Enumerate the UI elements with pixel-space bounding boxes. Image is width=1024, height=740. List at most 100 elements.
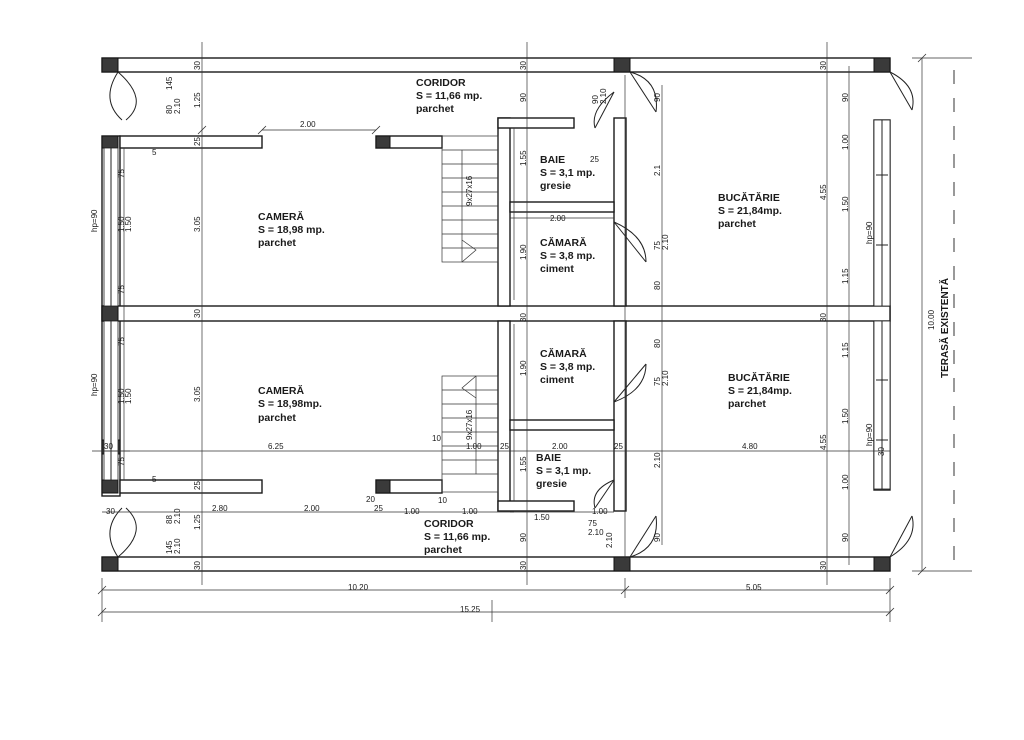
dim-75-l4: 75 [117,457,126,466]
dim-room-height-bottom: 3.05 [193,386,202,402]
dim-100-a: 1.00 [404,507,420,516]
dim-opening-top: 2.00 [300,120,316,129]
stairs-bottom [441,375,499,493]
dim-210-door: 2.10 [599,88,608,104]
stairs-bottom-label: 9x27x16 [465,409,474,440]
dim-210-bl: 2.10 [173,508,182,524]
dim-75-k1: 75 [653,241,662,250]
room-floor: parchet [424,544,462,556]
dim-100-c: 1.00 [592,507,608,516]
room-name: CAMERĂ [258,210,304,223]
dim-150-l2b: 1.50 [124,388,133,404]
room-name: CĂMARĂ [540,347,587,360]
room-area: S = 3,8 mp. [540,250,595,262]
dim-100-b: 1.00 [462,507,478,516]
dim-total-width: 15.25 [460,605,481,614]
dim-75-k2: 75 [653,377,662,386]
dim-10-b: 10 [438,496,447,505]
dim-30-c3: 30 [519,561,528,570]
dim-21-k: 2.1 [653,164,662,176]
dimension-texts: 2.00 2.00 6.25 4.80 2.00 1.00 25 25 30 1… [90,61,936,614]
room-name: CORIDOR [424,518,474,530]
room-area: S = 11,66 mp. [424,531,490,543]
dim-hp-r1: hp=90 [865,221,874,244]
dim-hp-r2: hp=90 [865,423,874,446]
dim-25-v2: 25 [193,481,202,490]
room-floor: gresie [536,478,567,490]
dim-90-c2: 90 [519,533,528,542]
dim-145-bl: 145 [165,540,174,554]
dim-210-k2: 2.10 [661,370,670,386]
room-area: S = 3,8 mp. [540,361,595,373]
dim-75-l3: 75 [117,337,126,346]
windows [103,119,891,490]
dim-corr-height-top: 1.25 [193,92,202,108]
dim-opening-bottom: 2.00 [304,504,320,513]
stairs-top-label: 9x27x16 [465,175,474,206]
dim-80-tl: 80 [165,105,174,114]
dim-210-bath: 2.10 [588,528,604,537]
room-area: S = 18,98 mp. [258,224,325,236]
room-name: CĂMARĂ [540,236,587,249]
dim-25-a: 25 [500,442,509,451]
dim-hp-l2: hp=90 [90,373,99,396]
dim-30-r2: 30 [819,313,828,322]
dim-90-k1: 90 [653,93,662,102]
dimension-lines [92,42,972,622]
dim-150-rr2: 1.50 [841,408,850,424]
doors [109,71,914,558]
dim-210-door-b: 2.10 [605,532,614,548]
dim-30-v1: 30 [193,61,202,70]
exterior-walls [101,57,891,572]
room-name: BAIE [536,452,561,464]
dim-bath-door: 25 [590,155,599,164]
dim-100-rr2: 1.00 [841,474,850,490]
room-floor: parchet [258,237,296,249]
dim-155-top: 1.55 [519,150,528,166]
dim-opening-b: 2.80 [212,504,228,513]
dim-90-rr1: 90 [841,93,850,102]
room-labels: CORIDOR S = 11,66 mp. parchet CAMERĂ S =… [258,77,792,556]
dim-right-width: 5.05 [746,583,762,592]
dim-150-l1b: 1.50 [124,216,133,232]
dim-30-left: 30 [104,442,113,451]
dim-30-c2: 30 [519,313,528,322]
room-floor: parchet [258,412,296,424]
dim-5-b: 5 [152,475,157,484]
room-floor: ciment [540,374,574,386]
dim-kitchen-width: 4.80 [742,442,758,451]
room-floor: parchet [416,103,454,115]
room-name: CAMERĂ [258,384,304,397]
dim-210-k3: 2.10 [653,452,662,468]
room-floor: gresie [540,180,571,192]
dim-total-height: 10.00 [927,309,936,330]
room-floor: parchet [728,398,766,410]
dim-90-k2: 90 [653,533,662,542]
dim-75-l1: 75 [117,169,126,178]
dim-210-bl2: 2.10 [173,538,182,554]
room-name: CORIDOR [416,77,466,89]
dim-88-bl: 88 [165,515,174,524]
room-floor: ciment [540,263,574,275]
dim-190-bottom: 1.90 [519,360,528,376]
room-area: S = 3,1 mp. [536,465,591,477]
dim-30-r1: 30 [819,61,828,70]
dim-30-v2: 30 [193,309,202,318]
room-area: S = 21,84mp. [728,385,792,397]
dim-stair-gap: 1.00 [466,442,482,451]
dim-210-k1: 2.10 [661,234,670,250]
dim-75-l2: 75 [117,285,126,294]
dim-90-door: 90 [591,95,600,104]
dim-30-r3: 30 [819,561,828,570]
room-name: BUCĂTĂRIE [718,191,780,204]
stairs-top [441,135,499,263]
dim-kitchen-h-bottom: 4.55 [819,434,828,450]
dim-210-tl: 2.10 [173,98,182,114]
dim-80-k2: 80 [653,339,662,348]
terrace-label: TERASĂ EXISTENTĂ [938,278,951,378]
dim-hp-l1: hp=90 [90,209,99,232]
dim-30-rr: 30 [877,447,886,456]
dim-150-rr1: 1.50 [841,196,850,212]
dim-100-rr1: 1.00 [841,134,850,150]
